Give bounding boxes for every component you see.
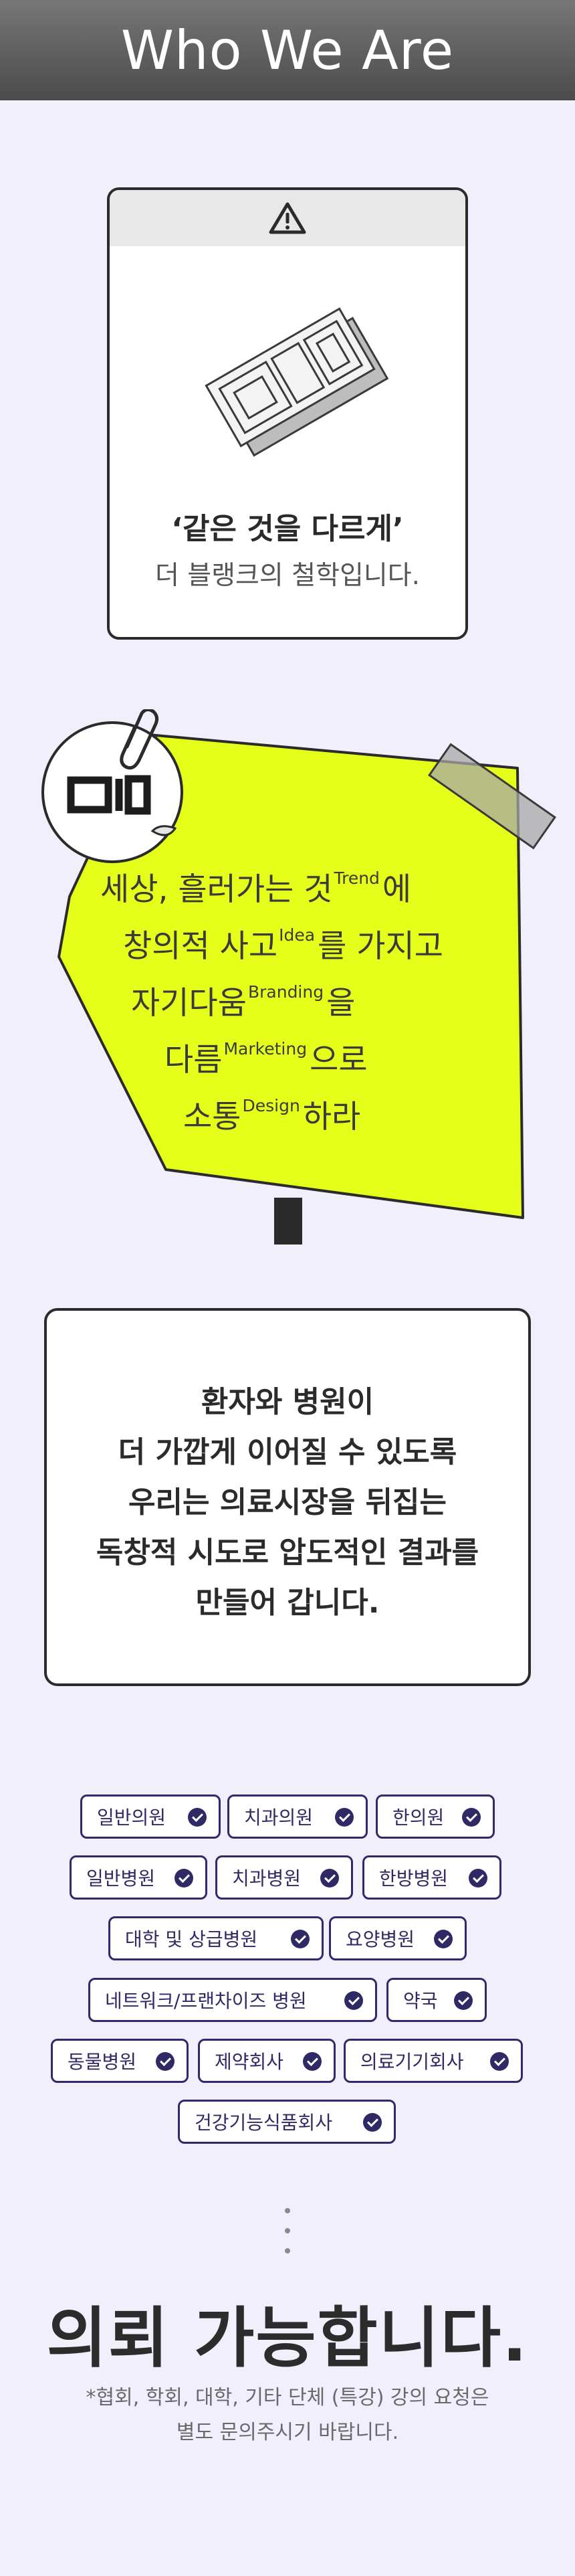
check-icon [462,1808,481,1827]
check-icon [469,1869,487,1888]
check-icon [320,1869,339,1888]
target-chip: 일반의원 [80,1795,221,1839]
target-chip-label: 의료기기회사 [360,2051,464,2073]
check-icon [291,1930,310,1948]
target-chip: 한방병원 [362,1855,501,1900]
target-chip-label: 치과의원 [244,1807,314,1829]
brand-logo-3d [205,307,389,457]
philosophy-subtitle: 더 블랭크의 철학입니다. [155,561,420,591]
target-chip-label: 요양병원 [346,1928,415,1950]
target-chip: 치과병원 [215,1855,353,1900]
target-chip-label: 대학 및 상급병원 [125,1928,258,1950]
statement-line-2: 더 가깝게 이어질 수 있도록 [118,1435,457,1469]
target-chip: 건강기능식품회사 [178,2100,396,2144]
note-line-4: 다름Marketing으로 [164,1039,368,1079]
target-chip: 약국 [386,1978,487,2022]
target-chip-label: 치과병원 [232,1867,302,1890]
target-chip: 의료기기회사 [344,2039,523,2083]
page-title: Who We Are [120,19,455,82]
paper-clip-icon [120,709,159,770]
statement-line-5: 만들어 갑니다. [195,1586,380,1620]
note-line-5: 소통Design하라 [183,1096,361,1135]
warning-icon [269,202,306,234]
tape-strip [428,743,556,850]
footnote-line-1: *협회, 학회, 대학, 기타 단체 (특강) 강의 요청은 [86,2386,489,2409]
note-line-3: 자기다움Branding을 [131,982,356,1022]
divider-dot [285,2248,290,2253]
target-chip: 대학 및 상급병원 [108,1916,324,1960]
target-chip: 한의원 [376,1795,495,1839]
target-chip: 일반병원 [70,1855,207,1900]
brand-logo-sticker [41,709,183,863]
request-available-title: 의뢰 가능합니다. [46,2300,529,2377]
statement-line-1: 환자와 병원이 [201,1385,374,1419]
note-line-1: 세상, 흘러가는 것Trend에 [100,868,412,908]
arrow-down-icon [274,1198,302,1245]
check-icon [175,1869,193,1888]
target-chip-label: 동물병원 [68,2051,137,2073]
target-chip-label: 일반병원 [86,1867,156,1890]
check-icon [344,1991,363,2010]
target-chip-label: 한의원 [392,1807,445,1829]
divider-dot [285,2208,290,2213]
target-chip-label: 약국 [403,1990,438,2012]
target-chip-label: 제약회사 [215,2051,284,2073]
page-header: Who We Are [0,0,575,100]
check-icon [454,1991,473,2010]
target-chip-label: 건강기능식품회사 [195,2112,333,2134]
check-icon [156,2052,175,2071]
check-icon [188,1808,207,1827]
check-icon [490,2052,509,2071]
statement-line-4: 독창적 시도로 압도적인 결과를 [96,1536,479,1570]
target-chip: 제약회사 [198,2039,336,2083]
target-chip: 네트워크/프랜차이즈 병원 [88,1978,377,2022]
check-icon [303,2052,322,2071]
target-chip: 치과의원 [227,1795,368,1839]
target-chip-label: 한방병원 [379,1867,449,1890]
target-chip-label: 네트워크/프랜차이즈 병원 [105,1990,307,2012]
philosophy-card: ‘같은 것을 다르게’ 더 블랭크의 철학입니다. [107,187,468,640]
target-chip-label: 일반의원 [97,1807,166,1829]
ellipsis-divider [285,2208,290,2255]
target-chip: 동물병원 [51,2039,189,2083]
statement-line-3: 우리는 의료시장을 뒤집는 [128,1485,447,1520]
mission-statement: 환자와 병원이 더 가깝게 이어질 수 있도록 우리는 의료시장을 뒤집는 독창… [44,1308,531,1686]
philosophy-quote: ‘같은 것을 다르게’ [171,512,404,546]
manifesto-note: 세상, 흘러가는 것Trend에 창의적 사고Idea를 가지고 자기다움Bra… [0,669,575,1245]
check-icon [434,1930,453,1948]
divider-dot [285,2228,290,2233]
check-icon [363,2113,382,2132]
note-line-2: 창의적 사고Idea를 가지고 [123,925,443,965]
target-chip: 요양병원 [329,1916,467,1960]
philosophy-card-header [110,190,465,246]
footnote-line-2: 별도 문의주시기 바랍니다. [176,2421,399,2444]
check-icon [335,1808,354,1827]
